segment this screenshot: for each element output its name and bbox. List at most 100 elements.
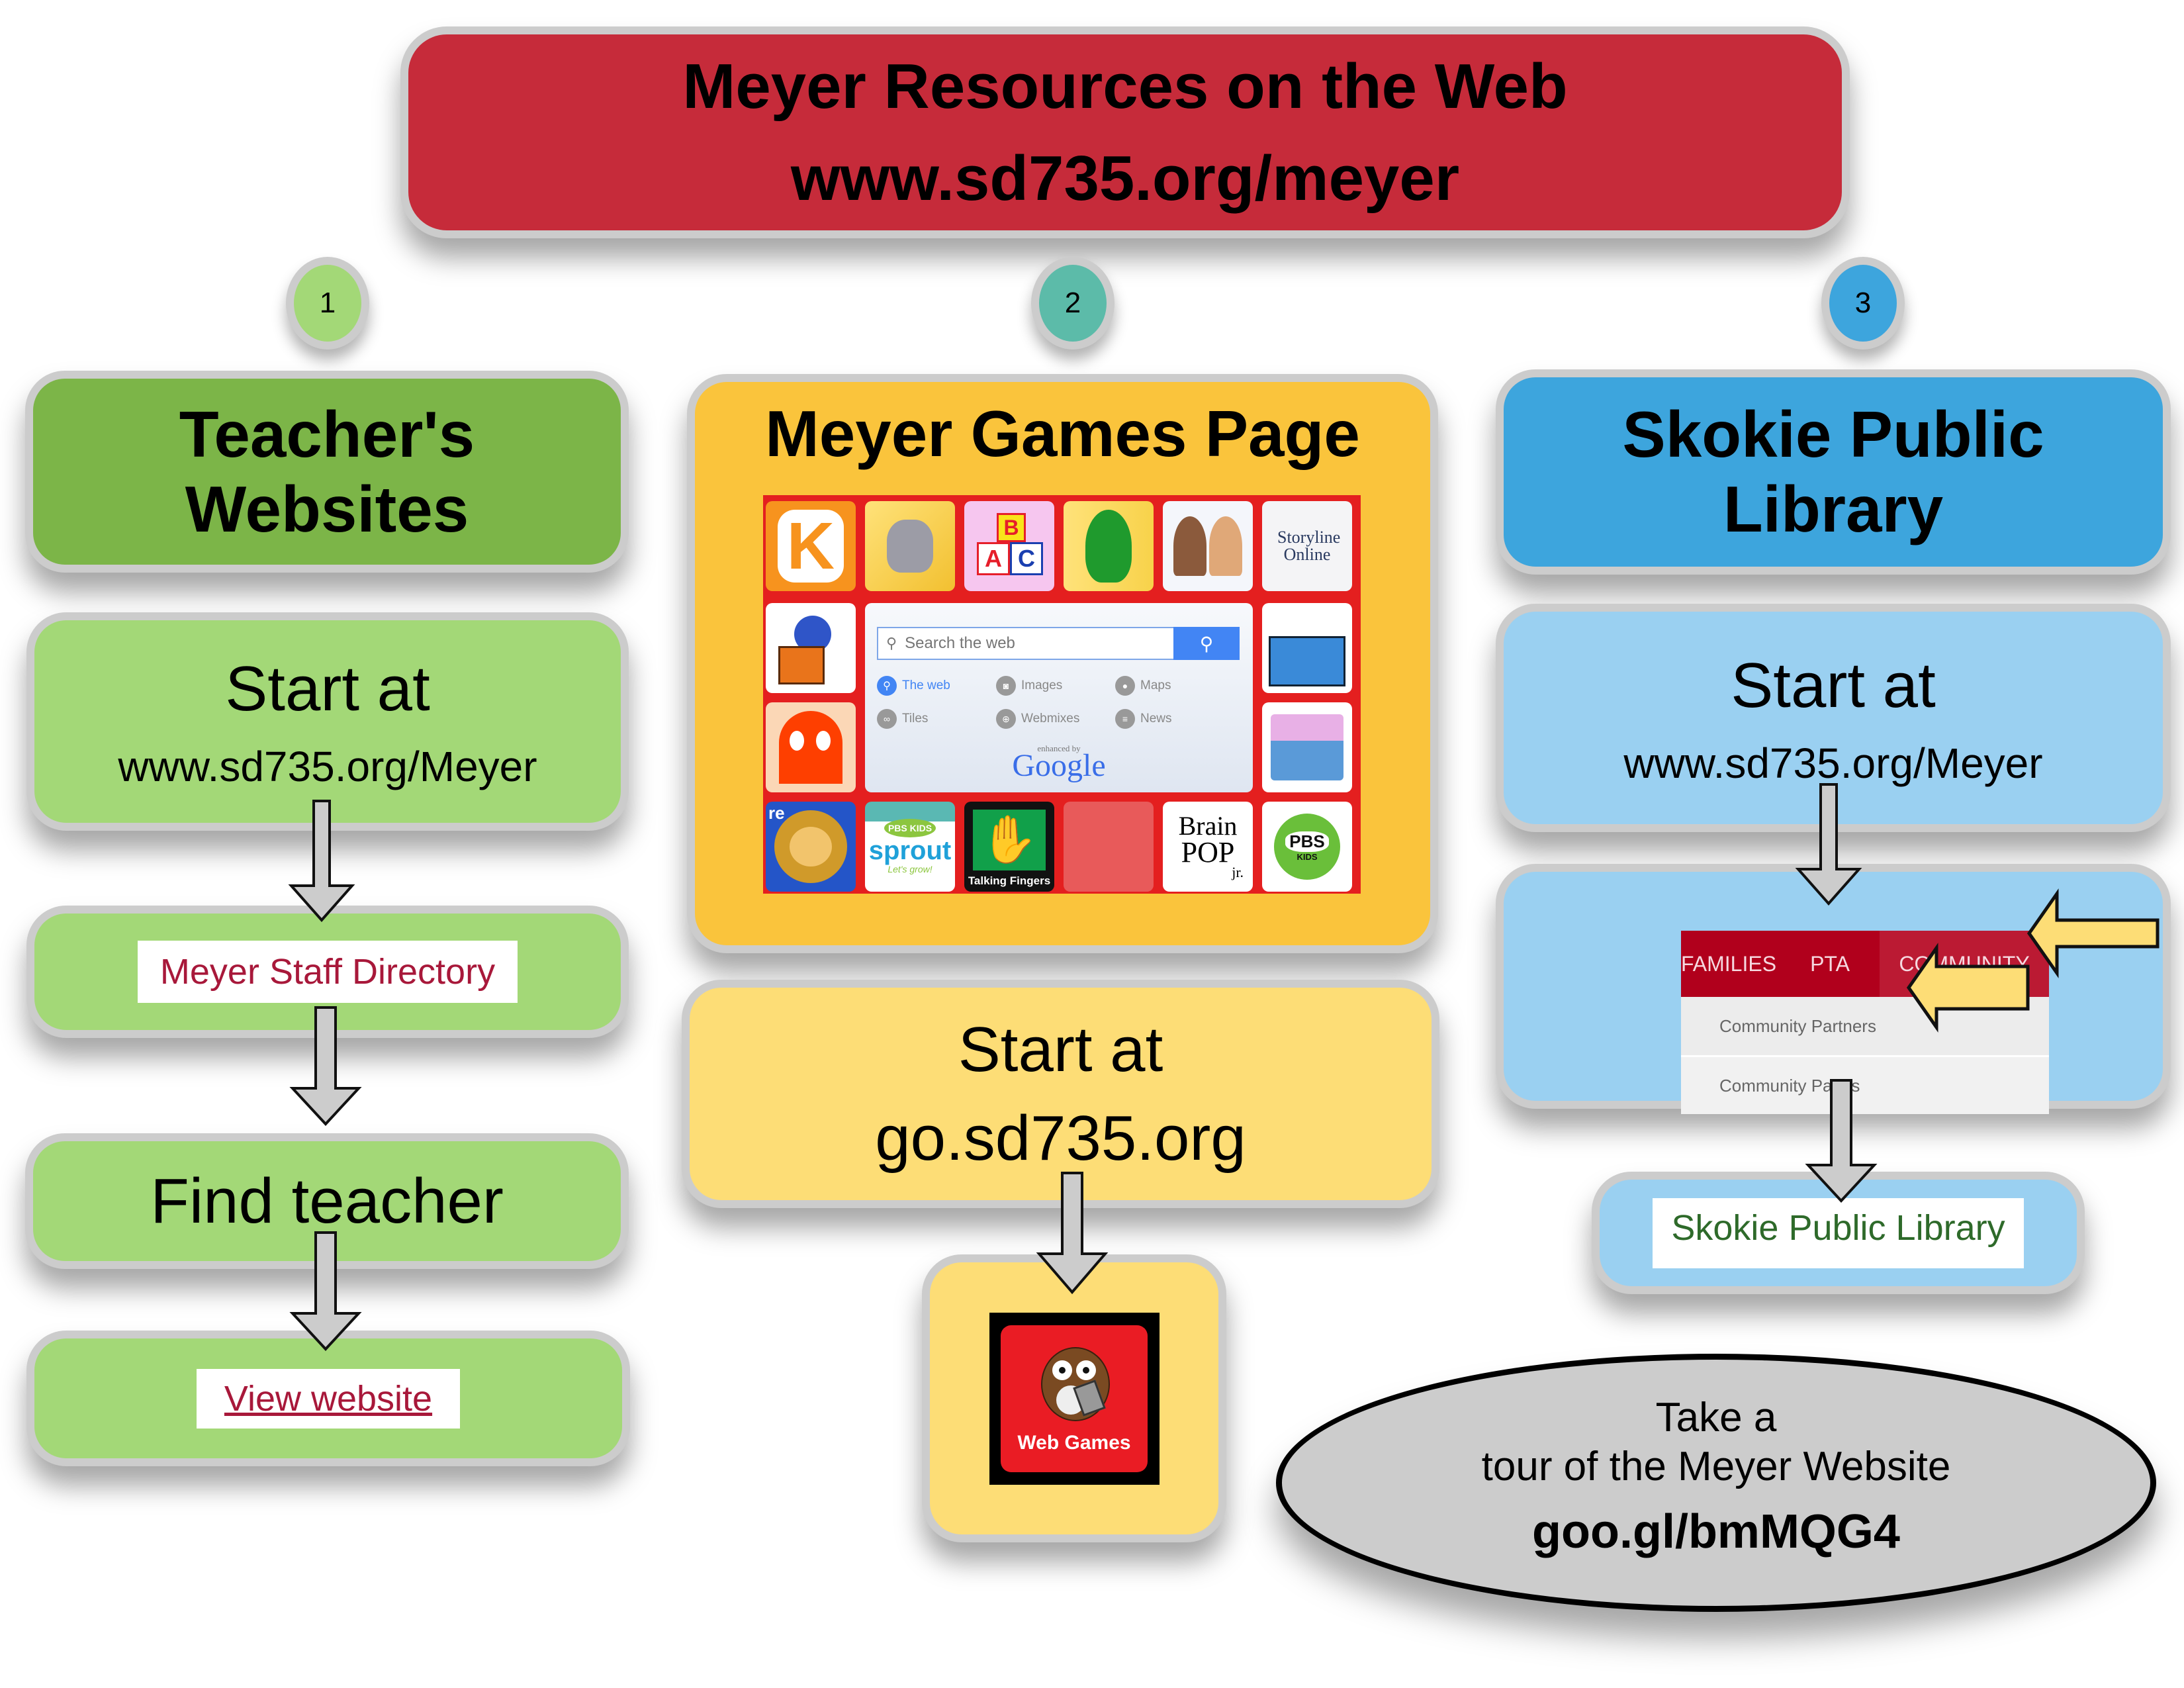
- web-games-icon-frame[interactable]: Web Games: [989, 1312, 1160, 1485]
- game-tile-painter[interactable]: [766, 603, 856, 693]
- down-arrow-icon: [286, 1231, 365, 1352]
- map-pin-icon: ●: [1115, 676, 1135, 696]
- teachers-start-box: Start at www.sd735.org/Meyer: [26, 612, 629, 831]
- cat-book-icon: [1269, 636, 1345, 686]
- lion-tile-caption: re: [768, 803, 785, 823]
- lion-icon: [774, 810, 847, 883]
- game-tile-reading-mouse[interactable]: [865, 501, 955, 591]
- down-arrow-icon: [1801, 1079, 1881, 1203]
- skokie-start-box: Start at www.sd735.org/Meyer: [1496, 604, 2171, 832]
- nav-item-pta[interactable]: PTA: [1780, 931, 1880, 997]
- game-tile-kids[interactable]: K: [766, 501, 856, 591]
- camera-icon: ◙: [996, 676, 1016, 696]
- search-option-label: Images: [1021, 679, 1063, 692]
- storyline-online-label: Storyline Online: [1277, 528, 1341, 564]
- game-tile-kids-reading[interactable]: [1163, 501, 1253, 591]
- game-tile-empty[interactable]: [1064, 802, 1154, 892]
- search-option-icon: ⚲: [877, 676, 897, 696]
- search-input[interactable]: [903, 633, 1152, 653]
- web-games-box: Web Games: [922, 1254, 1226, 1542]
- games-start-url[interactable]: go.sd735.org: [875, 1102, 1246, 1174]
- hand-icon: ✋: [973, 810, 1046, 870]
- teachers-start-label: Start at: [225, 653, 430, 724]
- search-option-news[interactable]: ≡ News: [1115, 709, 1234, 729]
- sprout-tagline: Let's grow!: [887, 864, 933, 874]
- game-tile-storyplace[interactable]: [1262, 702, 1352, 792]
- tour-line2: tour of the Meyer Website: [1481, 1444, 1951, 1489]
- search-button-icon: ⚲: [1199, 633, 1214, 654]
- staff-directory-box: Meyer Staff Directory: [26, 906, 629, 1038]
- down-arrow-icon: [1032, 1172, 1112, 1295]
- game-tile-pbs-kids[interactable]: PBS KIDS: [1262, 802, 1352, 892]
- owl-icon: [1038, 1343, 1111, 1423]
- view-website-link[interactable]: View website: [196, 1368, 461, 1429]
- step-number-3: 3: [1821, 257, 1905, 350]
- skokie-library-link[interactable]: Skokie Public Library: [1653, 1197, 2024, 1268]
- game-tile-talking-fingers[interactable]: ✋ Talking Fingers: [964, 802, 1054, 892]
- nav-item-families[interactable]: FAMILIES: [1681, 931, 1780, 997]
- search-box[interactable]: ⚲ ⚲: [877, 627, 1240, 660]
- game-tile-brainpop-jr[interactable]: Brain POP jr.: [1163, 802, 1253, 892]
- game-tile-sprout[interactable]: PBS KIDS sprout Let's grow!: [865, 802, 955, 892]
- game-tile-lion[interactable]: re: [766, 802, 856, 892]
- dragon-icon: [1085, 510, 1132, 583]
- games-start-box: Start at go.sd735.org: [682, 980, 1439, 1208]
- games-page-title: Meyer Games Page: [765, 397, 1360, 470]
- brainpop-line3: jr.: [1232, 864, 1244, 881]
- game-tile-abc[interactable]: B A C: [964, 501, 1054, 591]
- mouse-icon: [887, 520, 933, 573]
- game-tile-ghost[interactable]: [766, 702, 856, 792]
- sprout-sub-label: PBS KIDS: [884, 819, 936, 837]
- skokie-start-url[interactable]: www.sd735.org/Meyer: [1623, 739, 2043, 787]
- down-arrow-icon: [282, 800, 361, 923]
- find-teacher-text: Find teacher: [150, 1165, 504, 1237]
- google-branding: enhanced by Google: [865, 743, 1253, 782]
- header-title: Meyer Resources on the Web: [682, 50, 1568, 122]
- nav-item-pta-label: PTA: [1810, 951, 1850, 976]
- skokie-library-title-box: Skokie Public Library: [1496, 369, 2171, 575]
- search-option-the-web[interactable]: ⚲ The web: [877, 676, 996, 696]
- web-games-label: Web Games: [1017, 1431, 1131, 1454]
- game-tile-cat-in-the-hat[interactable]: [1262, 603, 1352, 693]
- brainpop-line1: Brain: [1178, 810, 1238, 841]
- pointer-arrow-icon: [2026, 888, 2160, 978]
- web-games-app-icon[interactable]: Web Games: [1001, 1325, 1148, 1472]
- ghost-icon: [779, 711, 842, 784]
- search-button[interactable]: ⚲: [1173, 627, 1240, 660]
- header-banner: Meyer Resources on the Web www.sd735.org…: [400, 26, 1850, 238]
- k-logo-icon: K: [778, 509, 844, 583]
- globe-icon: ⊕: [996, 709, 1016, 729]
- game-tile-dragon[interactable]: [1064, 501, 1154, 591]
- sprout-label: sprout: [868, 836, 952, 865]
- kids-reading-icon: [1173, 516, 1242, 576]
- search-option-label: The web: [902, 679, 950, 692]
- search-option-tiles[interactable]: ∞ Tiles: [877, 709, 996, 729]
- game-tile-storyline-online[interactable]: Storyline Online: [1262, 501, 1352, 591]
- teachers-start-url[interactable]: www.sd735.org/Meyer: [118, 743, 537, 791]
- search-panel: ⚲ ⚲ ⚲ The web ◙ Images ● Maps ∞ Tiles ⊕ …: [865, 603, 1253, 792]
- search-option-images[interactable]: ◙ Images: [996, 676, 1115, 696]
- skokie-library-title-line1: Skokie Public: [1622, 398, 2044, 471]
- teachers-websites-title-line2: Websites: [185, 472, 469, 545]
- search-option-label: Tiles: [902, 712, 929, 726]
- enhanced-by-label: enhanced by: [1037, 743, 1081, 753]
- view-website-box: View website: [26, 1331, 630, 1466]
- search-option-webmixes[interactable]: ⊕ Webmixes: [996, 709, 1115, 729]
- tour-ellipse: Take a tour of the Meyer Website goo.gl/…: [1276, 1354, 2156, 1612]
- staff-directory-link[interactable]: Meyer Staff Directory: [137, 941, 518, 1003]
- games-start-label: Start at: [958, 1014, 1163, 1086]
- search-option-label: News: [1140, 712, 1172, 726]
- painter-monster-icon: [774, 612, 847, 684]
- storyplace-icon: [1271, 714, 1343, 780]
- step-number-3-label: 3: [1854, 287, 1872, 319]
- search-icon: ⚲: [886, 635, 897, 651]
- games-grid-screenshot: K B A C Storyline Online: [763, 495, 1361, 894]
- news-icon: ≡: [1115, 709, 1135, 729]
- tour-url[interactable]: goo.gl/bmMQG4: [1532, 1505, 1900, 1559]
- step-number-1-label: 1: [319, 287, 336, 319]
- search-option-label: Webmixes: [1021, 712, 1080, 726]
- kids-label: KIDS: [1297, 852, 1318, 862]
- skokie-library-title-line2: Library: [1723, 473, 1944, 545]
- search-option-maps[interactable]: ● Maps: [1115, 676, 1234, 696]
- header-url[interactable]: www.sd735.org/meyer: [790, 143, 1460, 214]
